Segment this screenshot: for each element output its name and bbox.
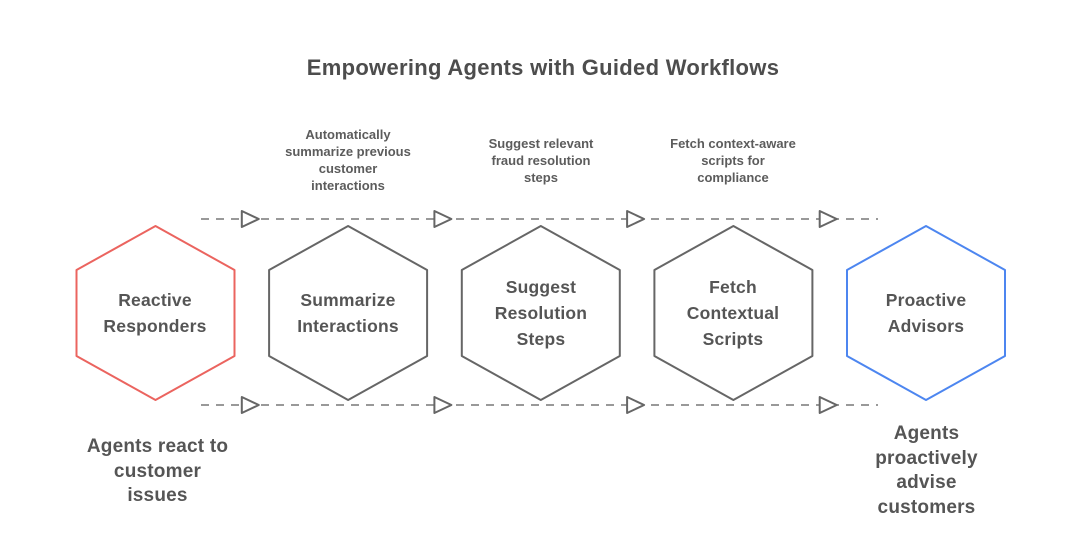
arrowhead-right-icon [818, 396, 838, 414]
node-label-proactive-advisors: Proactive Advisors [885, 290, 967, 336]
arrowhead-right-icon [433, 396, 453, 414]
caption-reactive-side: Agents react to customer issues [86, 436, 229, 506]
hexagon-summarize-interactions [268, 225, 429, 401]
caption-proactive-side: Agents proactively advise customers [875, 423, 978, 518]
hexagon-reactive-responders [75, 225, 236, 401]
arrowhead-right-icon [626, 210, 646, 228]
annotation-fetch-scripts: Fetch context-aware scripts for complian… [670, 135, 796, 185]
arrowhead-right-icon [818, 210, 838, 228]
node-label-reactive-responders: Reactive Responders [103, 290, 207, 336]
arrowhead-right-icon [626, 396, 646, 414]
arrowhead-right-icon [433, 210, 453, 228]
arrowhead-right-icon [240, 396, 260, 414]
node-label-suggest-resolution-steps: Suggest Resolution Steps [494, 277, 588, 349]
hexagon-suggest-resolution-steps [460, 225, 621, 401]
arrowhead-right-icon [240, 210, 260, 228]
diagram-title: Empowering Agents with Guided Workflows [306, 55, 780, 80]
node-label-fetch-contextual-scripts: Fetch Contextual Scripts [686, 277, 780, 349]
hexagon-fetch-contextual-scripts [653, 225, 814, 401]
node-label-summarize-interactions: Summarize Interactions [297, 290, 399, 336]
hexagon-proactive-advisors [846, 225, 1006, 401]
annotation-summarize-interactions: Automatically summarize previous custome… [285, 127, 411, 193]
annotation-suggest-resolution: Suggest relevant fraud resolution steps [488, 135, 594, 185]
